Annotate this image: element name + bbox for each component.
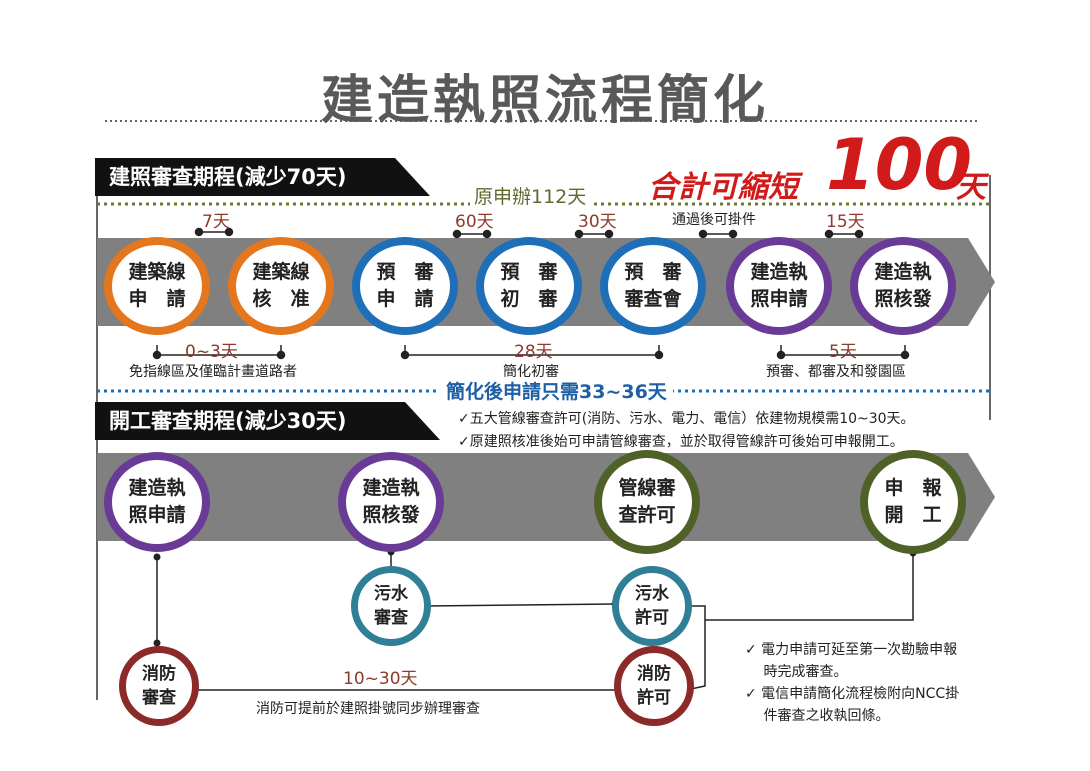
total-reduction-unit: 天 bbox=[956, 170, 986, 205]
electric-note: ✓ 電力申請可延至第一次勘驗申報 時完成審查。 bbox=[745, 642, 958, 680]
step2-permit-apply: 建造執 照申請 bbox=[104, 452, 210, 552]
duration-label-60: 60天 bbox=[455, 212, 494, 232]
pipeline-note-2: ✓原建照核准後始可申請管線審查，並於取得管線許可後始可申報開工。 bbox=[458, 434, 904, 450]
step-prereview-committee: 預 審 審查會 bbox=[600, 237, 706, 335]
step-sewage-permit: 污水 許可 bbox=[612, 566, 692, 646]
process-band-2 bbox=[97, 453, 995, 541]
note-exempt-line: 免指線區及僅臨計畫道路者 bbox=[129, 364, 297, 380]
duration-label-15: 15天 bbox=[826, 212, 865, 232]
note-after-pass: 通過後可掛件 bbox=[672, 212, 756, 228]
below-markers bbox=[152, 345, 910, 360]
total-reduction-prefix: 合計可縮短 bbox=[648, 170, 798, 205]
section2-connectors bbox=[156, 552, 914, 691]
step2-report-start: 申 報 開 工 bbox=[860, 450, 966, 554]
step-fire-permit: 消防 許可 bbox=[614, 646, 694, 726]
section1-banner bbox=[95, 158, 430, 196]
pipeline-note-1: ✓五大管線審查許可(消防、污水、電力、電信）依建物規模需10~30天。 bbox=[458, 411, 915, 427]
step-permit-apply: 建造執 照申請 bbox=[726, 237, 832, 335]
simplified-duration-label: 簡化後申請只需33~36天 bbox=[440, 377, 673, 404]
telecom-note: ✓ 電信申請簡化流程檢附向NCC掛 件審查之收執回條。 bbox=[745, 686, 960, 724]
step2-permit-issue: 建造執 照核發 bbox=[338, 452, 444, 552]
fire-duration-label: 10~30天 bbox=[343, 669, 418, 689]
step-prereview-apply: 預 審 申 請 bbox=[352, 237, 458, 335]
note-simplified-initial: 簡化初審 bbox=[503, 364, 559, 380]
original-duration-label: 原申辦112天 bbox=[470, 182, 591, 209]
total-reduction-number: 100 bbox=[826, 124, 973, 206]
note-prereview-zones: 預審、都審及和發園區 bbox=[766, 364, 906, 380]
step-permit-issue: 建造執 照核發 bbox=[850, 237, 956, 335]
page-title: 建造執照流程簡化 bbox=[320, 71, 769, 131]
duration-label-7: 7天 bbox=[202, 212, 230, 232]
step-prereview-initial: 預 審 初 審 bbox=[476, 237, 582, 335]
section2-banner bbox=[95, 402, 440, 440]
above-markers bbox=[194, 227, 864, 239]
section1-label: 建照審查期程(減少70天) bbox=[109, 165, 347, 189]
step2-pipeline-permit: 管線審 查許可 bbox=[594, 450, 700, 554]
duration-label-0-3: 0~3天 bbox=[185, 342, 238, 362]
step-fire-review: 消防 審查 bbox=[119, 646, 199, 726]
step-building-line-approve: 建築線 核 准 bbox=[228, 237, 334, 335]
duration-label-28: 28天 bbox=[514, 342, 553, 362]
step-building-line-apply: 建築線 申 請 bbox=[104, 237, 210, 335]
step-sewage-review: 污水 審查 bbox=[351, 566, 431, 646]
fire-note: 消防可提前於建照掛號同步辦理審查 bbox=[256, 701, 480, 717]
duration-label-30: 30天 bbox=[578, 212, 617, 232]
section2-label: 開工審查期程(減少30天) bbox=[109, 409, 347, 433]
duration-label-5: 5天 bbox=[829, 342, 857, 362]
